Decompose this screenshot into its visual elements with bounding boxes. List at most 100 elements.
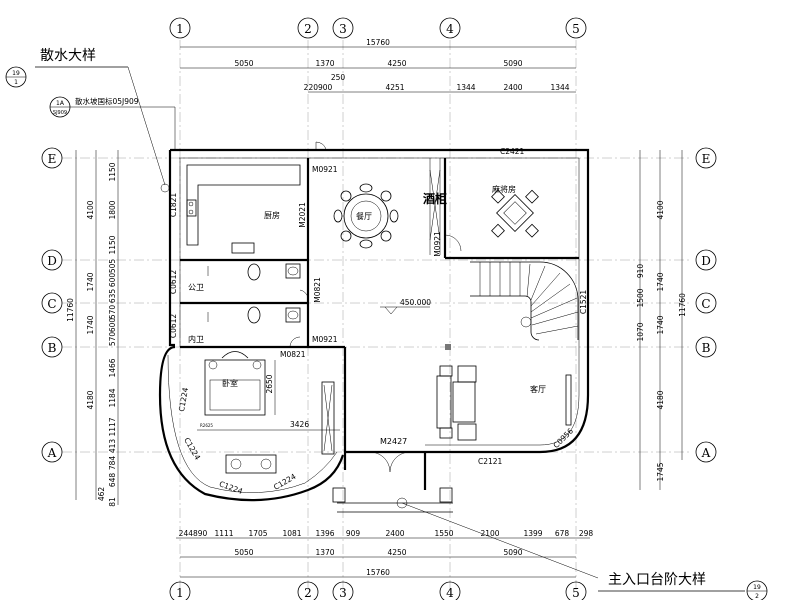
room-mahjong: 麻将房 <box>492 184 516 194</box>
dim-left-in-2: 1800 <box>108 200 117 219</box>
dim-bot-3: 1705 <box>248 529 267 538</box>
dim-left-in-4: 505 <box>108 259 117 274</box>
sofa-icon <box>436 375 452 429</box>
dim-bot-7: 2400 <box>385 529 404 538</box>
dim-bot-12: 298 <box>579 529 594 538</box>
dimensions-left: 11760 4100 1740 1740 4180 1150 1800 1150… <box>66 150 119 507</box>
public-wc: 公卫 C0612 M0821 <box>169 263 322 303</box>
label-small-r: R2625 <box>200 423 213 428</box>
callout-entrance-text: 主入口台阶大样 <box>608 572 706 588</box>
callout-entrance-ref-top: 19 <box>753 584 761 591</box>
armchair-icon <box>457 365 477 383</box>
dim-top-r2-4: 2400 <box>503 83 522 92</box>
dim-bot-r2-3: 4250 <box>387 548 406 557</box>
room-kitchen: 厨房 <box>264 210 280 220</box>
washbasin-icon <box>285 263 301 279</box>
dining: 餐厅 M0921 <box>312 141 399 249</box>
callout-entrance-ref-bottom: 2 <box>755 593 759 600</box>
dim-right-4: 4180 <box>656 390 665 409</box>
dim-left-4: 4180 <box>86 390 95 409</box>
axis-bottom-5: 5 <box>572 586 580 600</box>
label-d2650: 2650 <box>265 374 274 393</box>
dim-top-total: 15760 <box>366 38 390 47</box>
sink-icon <box>231 242 255 254</box>
axis-left-C: C <box>47 297 56 311</box>
stove-icon <box>186 199 197 217</box>
dim-left-in-6: 635 <box>108 289 117 304</box>
dim-left-in-14: 784 <box>108 456 117 471</box>
interior-walls <box>180 158 579 452</box>
dim-left-in-9: 570 <box>108 332 117 347</box>
label-m0921-mid: M0921 <box>312 335 338 344</box>
toilet-icon <box>247 263 261 281</box>
label-c1224a: C1224 <box>177 387 190 413</box>
armchair-icon-2 <box>457 423 477 441</box>
dim-top-4: 5090 <box>503 59 522 68</box>
dim-right-1: 4100 <box>656 200 665 219</box>
room-dining: 餐厅 <box>356 212 372 221</box>
callout-sanshui-text: 散水大样 <box>40 48 96 64</box>
dim-left-in-5: 600 <box>108 273 117 288</box>
dim-left-in-15: 648 <box>108 473 117 488</box>
inner-wc: 内卫 C0612 M0821 M0921 <box>169 306 338 359</box>
axis-left-B: B <box>48 341 57 355</box>
room-bar: 酒柜 <box>423 191 447 206</box>
column-icon-2 <box>439 487 453 503</box>
shoe-cabinet-icon <box>321 381 335 455</box>
label-m2021: M2021 <box>298 202 307 228</box>
washbasin-icon-2 <box>285 307 301 323</box>
callout-slope-ref-bottom: SJ909 <box>53 110 67 116</box>
axis-left-E: E <box>48 152 57 166</box>
label-c1821: C1821 <box>169 193 178 218</box>
dim-top-2: 1370 <box>315 59 334 68</box>
callout-sanshui-ref-bottom: 1 <box>14 79 18 86</box>
dim-bot-total: 15760 <box>366 568 390 577</box>
callout-sanshui-ref-top: 19 <box>12 70 20 77</box>
dim-right-in-3: 1070 <box>636 322 645 341</box>
dim-bot-5: 1396 <box>315 529 334 538</box>
living-room: 客厅 C2121 C0956 450.000 <box>380 298 575 466</box>
dim-right-2: 1740 <box>656 272 665 291</box>
axis-top-1: 1 <box>176 22 184 36</box>
dim-top-r2-1: 220900 <box>304 83 333 92</box>
label-c0612b: C0612 <box>169 314 178 339</box>
callout-sanshui: 散水大样 19 1 1A SJ909 散水坡国标05J909 <box>5 48 176 193</box>
room-inner-wc: 内卫 <box>188 334 204 344</box>
label-m0821a: M0821 <box>313 277 322 303</box>
axis-right-C: C <box>701 297 710 311</box>
dimensions-right: 910 1500 1070 4100 1740 1740 4180 1745 1… <box>636 150 687 490</box>
bed-icon <box>204 359 266 416</box>
dim-top-3: 4250 <box>387 59 406 68</box>
exterior-walls <box>158 148 590 502</box>
dim-left-in-7: 570 <box>108 305 117 320</box>
label-c2121: C2121 <box>478 457 503 466</box>
label-c2421: C2421 <box>500 147 525 156</box>
label-d3426: 3426 <box>290 420 309 429</box>
axis-left-A: A <box>47 446 57 460</box>
axis-right-B: B <box>702 341 711 355</box>
dim-bot-r2-2: 1370 <box>315 548 334 557</box>
dim-top-250: 250 <box>331 73 346 82</box>
callout-slope-ref-top: 1A <box>56 100 65 107</box>
tv-stand-icon <box>565 374 572 426</box>
dim-right-total: 11760 <box>678 293 687 317</box>
dim-top-r2-5: 1344 <box>550 83 569 92</box>
dim-top-r2-3: 1344 <box>456 83 475 92</box>
dim-right-5: 1745 <box>656 462 665 481</box>
axis-right-E: E <box>702 152 711 166</box>
label-c0612a: C0612 <box>169 270 178 295</box>
label-m0921-bar: M0921 <box>433 231 442 257</box>
dim-left-in-10: 1466 <box>108 358 117 377</box>
dim-bot-r2-1: 5050 <box>234 548 253 557</box>
dim-left-in-17: 81 <box>108 497 117 507</box>
bar-cabinet: 酒柜 M0921 <box>423 169 462 257</box>
dimensions-top: 15760 5050 1370 4250 5090 250 220900 425… <box>180 38 576 93</box>
entrance: M2427 <box>321 381 599 579</box>
label-m2427: M2427 <box>380 437 407 446</box>
label-m0921-top: M0921 <box>312 165 338 174</box>
dim-top-1: 5050 <box>234 59 253 68</box>
dim-right-3: 1740 <box>656 315 665 334</box>
axis-bottom-2: 2 <box>304 586 312 600</box>
mahjong-table-icon <box>496 194 534 232</box>
column-icon <box>332 487 346 503</box>
